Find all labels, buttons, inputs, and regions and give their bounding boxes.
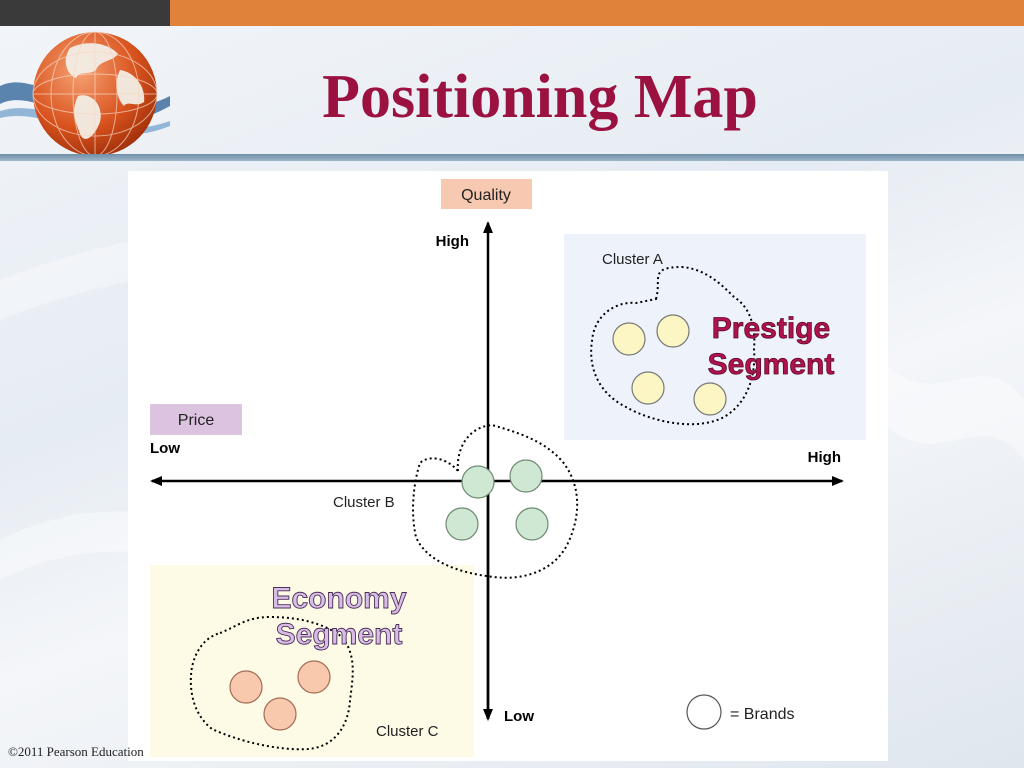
globe-icon [0, 26, 170, 157]
cluster-c-label: Cluster C [376, 723, 439, 740]
slide-title: Positioning Map [322, 63, 758, 131]
brand-dot [693, 382, 727, 416]
prestige-segment-title-line1: Prestige [712, 312, 830, 345]
copyright-footer: ©2011 Pearson Education [8, 744, 144, 759]
brand-dot [297, 660, 331, 694]
positioning-map-diagram: Quality Price High Low Low High Cluster … [128, 171, 888, 761]
legend-brand-symbol [686, 694, 722, 730]
brand-dot [229, 670, 263, 704]
topbar-orange-band [170, 0, 1024, 26]
brand-dot [509, 459, 543, 493]
brand-dot [445, 507, 479, 541]
y-low-label: Low [504, 708, 534, 725]
x-high-label: High [808, 449, 841, 466]
brand-dot [515, 507, 549, 541]
economy-segment-title-line1: Economy [271, 582, 406, 615]
brand-dot [461, 465, 495, 499]
header-divider [0, 154, 1024, 161]
topbar-dark-block [0, 0, 170, 26]
x-low-label: Low [150, 440, 180, 457]
price-label: Price [178, 412, 215, 429]
economy-segment-title-line2: Segment [276, 618, 403, 651]
quality-label: Quality [461, 187, 511, 204]
cluster-b-outline [412, 423, 579, 579]
quality-label-box [441, 179, 532, 209]
y-high-label: High [436, 233, 469, 250]
brand-dot [631, 371, 665, 405]
cluster-a-outline [590, 265, 756, 426]
brand-dot [612, 322, 646, 356]
brand-dot [656, 314, 690, 348]
cluster-b-label: Cluster B [333, 494, 395, 511]
prestige-segment-title-line2: Segment [708, 348, 835, 381]
legend-label: = Brands [730, 706, 794, 723]
cluster-a-label: Cluster A [602, 251, 663, 268]
price-label-box [150, 404, 242, 435]
brand-dot [263, 697, 297, 731]
